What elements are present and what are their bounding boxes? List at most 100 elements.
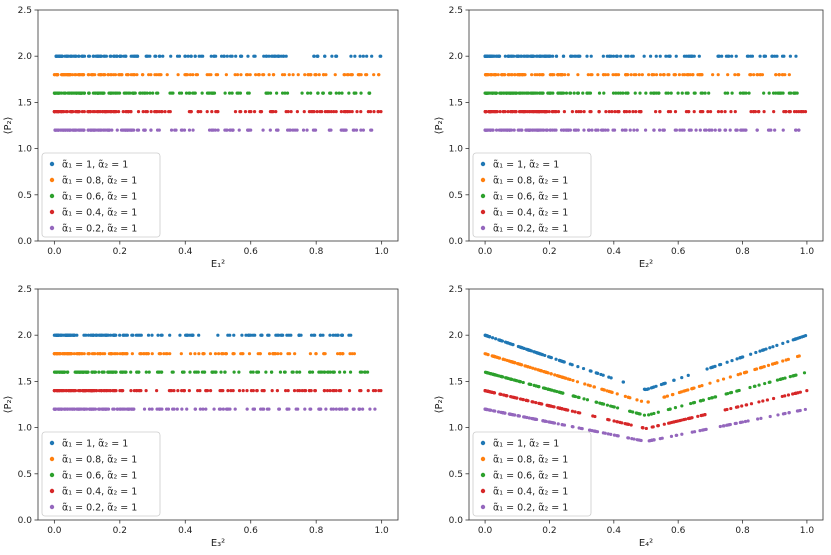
data-point [662, 73, 666, 77]
data-point [496, 73, 500, 77]
data-point [106, 128, 111, 132]
data-point [547, 355, 551, 359]
data-point [729, 110, 733, 114]
data-point [524, 91, 528, 95]
data-point [224, 73, 228, 77]
data-point [568, 128, 572, 132]
data-point [682, 128, 686, 132]
data-point [121, 110, 125, 114]
y-tick-label: 0.5 [449, 470, 463, 480]
data-point [298, 389, 302, 393]
data-point [766, 128, 771, 132]
data-point [276, 54, 281, 58]
data-point [614, 91, 618, 95]
data-point [279, 54, 283, 58]
data-point [717, 128, 721, 132]
data-point [601, 54, 605, 58]
data-point [149, 128, 153, 132]
data-point [768, 346, 772, 350]
data-point [118, 54, 122, 58]
data-point [581, 91, 585, 95]
data-point [282, 370, 287, 374]
data-point [698, 128, 702, 132]
x-axis-label: E₁² [211, 259, 225, 270]
data-point [773, 361, 777, 366]
data-point [215, 110, 219, 114]
data-point [180, 389, 184, 393]
data-point [125, 128, 130, 132]
data-point [658, 110, 662, 114]
data-point [110, 128, 114, 132]
data-point [558, 406, 562, 410]
series-3 [483, 91, 799, 95]
data-point [512, 54, 516, 58]
data-point [775, 343, 779, 347]
data-point [331, 407, 336, 411]
data-point [345, 73, 349, 77]
data-point [212, 91, 216, 95]
data-point [611, 91, 616, 95]
data-point [508, 377, 512, 381]
data-point [359, 110, 363, 114]
data-point [117, 110, 121, 114]
data-point [361, 128, 365, 132]
data-point [483, 352, 487, 356]
data-point [200, 91, 204, 95]
data-point [597, 110, 601, 114]
legend-marker [480, 440, 486, 446]
data-point [86, 73, 90, 77]
data-point [537, 385, 541, 389]
data-point [84, 333, 88, 337]
data-point [291, 128, 295, 132]
data-point [757, 383, 761, 387]
data-point [219, 370, 223, 374]
data-point [757, 400, 761, 404]
data-point [235, 91, 239, 95]
data-point [253, 73, 258, 77]
data-point [237, 389, 242, 393]
data-point [244, 333, 248, 337]
data-point [648, 439, 652, 443]
data-point [328, 91, 332, 95]
data-point [276, 352, 280, 356]
data-point [211, 128, 216, 132]
legend-marker [480, 209, 486, 215]
data-point [498, 392, 502, 396]
data-point [666, 73, 670, 77]
legend-marker [49, 472, 55, 478]
data-point [572, 54, 577, 58]
data-point [168, 352, 172, 356]
data-point [540, 54, 544, 58]
data-point [507, 54, 511, 58]
data-point [607, 389, 611, 394]
data-point [285, 91, 290, 95]
legend-marker [480, 177, 486, 183]
x-tick-label: 0.2 [113, 526, 127, 536]
data-point [359, 91, 363, 95]
legend-marker [480, 193, 486, 199]
data-point [749, 110, 753, 114]
data-point [716, 379, 720, 383]
data-point [329, 128, 333, 132]
data-point [327, 110, 331, 114]
data-point [141, 110, 145, 114]
data-point [624, 54, 628, 58]
data-point [711, 73, 715, 77]
data-point [97, 333, 101, 337]
data-point [725, 360, 729, 364]
data-point [175, 407, 179, 411]
data-point [340, 91, 344, 95]
data-point [115, 128, 119, 132]
data-point [64, 389, 68, 393]
y-tick-label: 0.5 [449, 191, 463, 201]
data-point [234, 54, 238, 58]
data-point [744, 128, 748, 132]
data-point [81, 54, 85, 58]
data-point [504, 376, 509, 380]
data-point [532, 110, 536, 114]
data-point [63, 73, 67, 77]
data-point [527, 348, 531, 352]
y-tick-label: 0.5 [18, 470, 32, 480]
data-point [315, 110, 319, 114]
data-point [529, 54, 533, 58]
